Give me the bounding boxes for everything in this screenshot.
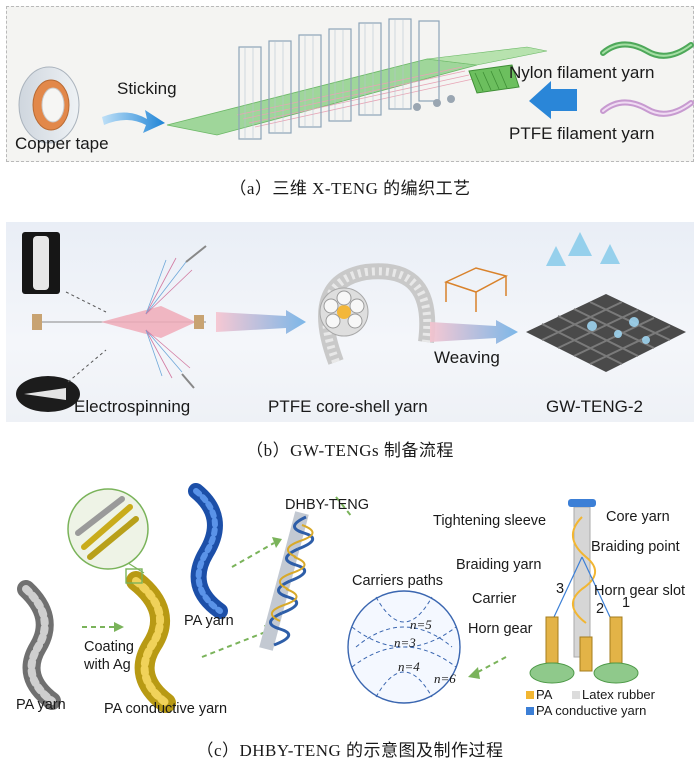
pa-yarn-gray-label: PA yarn	[16, 697, 66, 713]
heddle-frames	[238, 18, 440, 140]
copper-tape-icon	[18, 66, 80, 144]
dhby-teng-label: DHBY-TENG	[285, 497, 370, 513]
sticking-label: Sticking	[117, 79, 177, 98]
panel-c-illustration	[17, 483, 639, 715]
spool-icon	[22, 232, 60, 294]
braiding-machine-icon	[529, 499, 639, 684]
horn-gear-slot-label: Horn gear slot	[594, 583, 686, 599]
pa-conductive-yarn-icon	[125, 568, 176, 713]
woven-fabric-icon	[526, 232, 686, 372]
core-yarn-label: Core yarn	[606, 509, 670, 525]
braiding-point-label: Braiding point	[591, 539, 680, 555]
loom-weights	[413, 95, 455, 111]
taylor-cone	[101, 306, 196, 338]
sticking-arrow	[102, 110, 165, 133]
ptfe-label: PTFE filament yarn	[509, 124, 655, 143]
legend-pa: PA	[536, 687, 553, 702]
carrier-label: Carrier	[472, 591, 517, 607]
pa-yarn-gray-icon	[17, 580, 61, 710]
process-arrows	[82, 496, 507, 674]
dhby-teng-yarn-icon	[259, 511, 315, 651]
legend-latex: Latex rubber	[582, 687, 655, 702]
copper-tape-label: Copper tape	[15, 134, 109, 153]
arrow-to-fabric	[430, 320, 518, 344]
core-shell-yarn-icon	[318, 263, 436, 365]
spray-fan-top	[145, 245, 207, 315]
core-shell-label: PTFE core-shell yarn	[268, 397, 428, 416]
panel-a-illustration	[18, 18, 694, 144]
electrospinning-label: Electrospinning	[74, 397, 191, 416]
panel-c: DHBY-TENG PA yarn PA yarn Coating with A…	[6, 477, 694, 727]
weaving-label: Weaving	[434, 348, 500, 367]
gw-teng2-label: GW-TENG-2	[546, 397, 643, 416]
caption-b: （b）GW-TENGs 制备流程	[246, 441, 454, 460]
legend-pa-conductive: PA conductive yarn	[536, 703, 647, 718]
legend-swatch-pa-conductive	[526, 707, 534, 715]
num-1-label: 1	[622, 595, 631, 611]
carriers-paths-label: Carriers paths	[352, 573, 444, 589]
feed-arrow	[529, 81, 577, 119]
coating-label: Coating	[84, 639, 134, 655]
spray-fan-bottom	[145, 329, 195, 389]
braiding-yarn-label: Braiding yarn	[456, 557, 542, 573]
panel-b-illustration	[16, 232, 686, 412]
legend-swatch-latex	[572, 691, 580, 699]
n5-label: n=5	[410, 617, 432, 632]
magnified-yarn-view	[67, 488, 149, 574]
num-2-label: 2	[596, 601, 605, 617]
caption-c: （c）DHBY-TENG 的示意图及制作过程	[196, 741, 504, 760]
n3-label: n=3	[394, 635, 416, 650]
pa-conductive-label: PA conductive yarn	[104, 701, 228, 717]
pa-yarn-blue-icon	[188, 483, 228, 619]
electrospinning-image-icon	[16, 376, 80, 412]
n6-label: n=6	[434, 671, 456, 686]
horn-gear-label: Horn gear	[468, 621, 533, 637]
carriers-paths-diagram	[347, 590, 461, 704]
panel-b: Electrospinning PTFE core-shell yarn Wea…	[6, 222, 694, 422]
legend-swatch-pa	[526, 691, 534, 699]
n4-label: n=4	[398, 659, 420, 674]
tightening-sleeve-label: Tightening sleeve	[433, 513, 547, 529]
num-3-label: 3	[556, 581, 565, 597]
arrow-to-yarn	[216, 310, 306, 334]
loom-icon	[443, 267, 509, 312]
yarn-rollers	[468, 64, 520, 94]
upward-arrows	[546, 232, 620, 266]
with-ag-label: with Ag	[84, 657, 131, 673]
nylon-label: Nylon filament yarn	[509, 63, 655, 82]
caption-a: （a）三维 X-TENG 的编织工艺	[229, 179, 471, 198]
pa-yarn-blue-label: PA yarn	[184, 613, 234, 629]
collector-roll	[32, 314, 42, 330]
panel-a: Copper tape Sticking Nylon filament yarn…	[6, 6, 694, 162]
